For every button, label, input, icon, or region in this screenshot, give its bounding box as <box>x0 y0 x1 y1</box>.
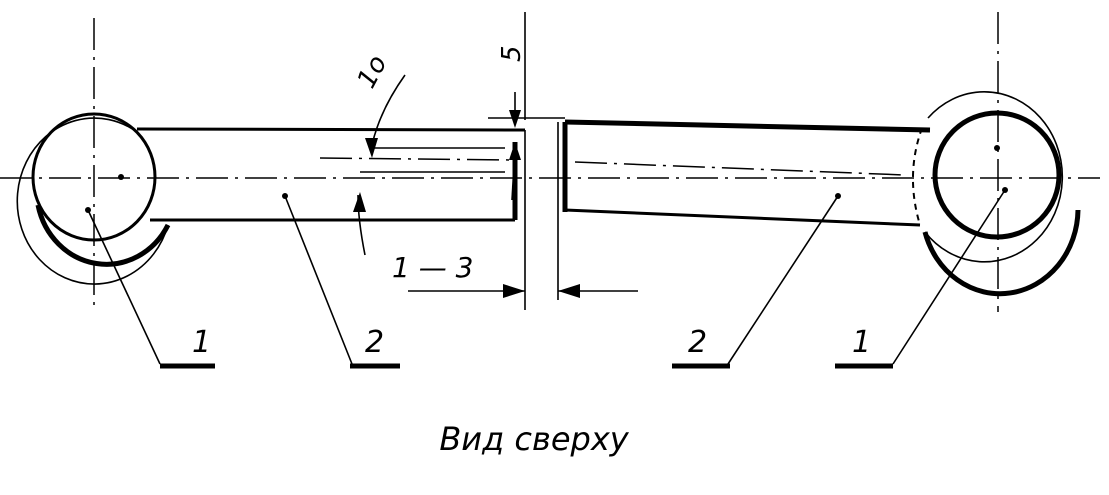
left-rod-top-edge <box>136 127 526 132</box>
right-rod <box>557 119 931 300</box>
gap-arrow-right <box>558 284 580 298</box>
right-hinge-inner-circle <box>932 110 1062 240</box>
leader-dot <box>835 193 841 199</box>
angle-label: 1о <box>352 51 394 94</box>
leader-label: 2 <box>365 325 384 360</box>
gap-label: 1 — 3 <box>392 251 473 284</box>
angle-arrow-bottom <box>353 192 366 212</box>
left-rod-axis-line <box>319 157 513 161</box>
leader-label: 1 <box>852 325 871 360</box>
right-rod-top-edge <box>564 119 931 133</box>
left-hinge-outer-circle-thick <box>35 204 171 267</box>
offset-label: 5 <box>497 45 527 62</box>
left-hinge-inner-circle <box>31 112 157 242</box>
angle-dimension: 1о <box>352 51 505 256</box>
right-hinge <box>922 91 1081 297</box>
leader-dot <box>85 207 91 213</box>
right-rod-bottom-edge <box>564 208 921 227</box>
leader-right-rod: 2 <box>672 193 841 369</box>
offset-arrow-top <box>509 110 521 128</box>
gap-arrow-left <box>503 284 525 298</box>
right-rod-hidden-end <box>911 127 923 226</box>
gap-dimension: 1 — 3 <box>392 251 638 298</box>
right-hinge-outer-circle <box>924 91 1064 263</box>
leader-label: 1 <box>192 325 211 360</box>
leader-dot <box>282 193 288 199</box>
leader-left-hinge: 1 <box>85 207 215 369</box>
leader-label: 2 <box>688 325 707 360</box>
right-hinge-outer-circle-thick <box>922 209 1081 297</box>
leader-line <box>892 189 1006 365</box>
offset-dimension: 5 <box>497 45 527 201</box>
angle-arrow-top <box>365 138 378 158</box>
left-rod <box>136 12 565 310</box>
right-rod-axis-line <box>574 161 906 176</box>
leader-line <box>87 209 161 365</box>
leader-dot <box>1002 187 1008 193</box>
leader-left-rod: 2 <box>282 193 400 369</box>
leader-line <box>727 195 839 365</box>
left-hinge-point <box>118 174 124 180</box>
leader-right-hinge: 1 <box>835 187 1008 369</box>
offset-arrow-bottom <box>509 142 521 160</box>
left-hinge-outer-circle <box>16 117 169 285</box>
view-caption: Вид сверху <box>439 420 629 458</box>
leader-line <box>284 195 353 365</box>
right-hinge-point <box>994 145 1000 151</box>
left-hinge <box>16 112 171 285</box>
